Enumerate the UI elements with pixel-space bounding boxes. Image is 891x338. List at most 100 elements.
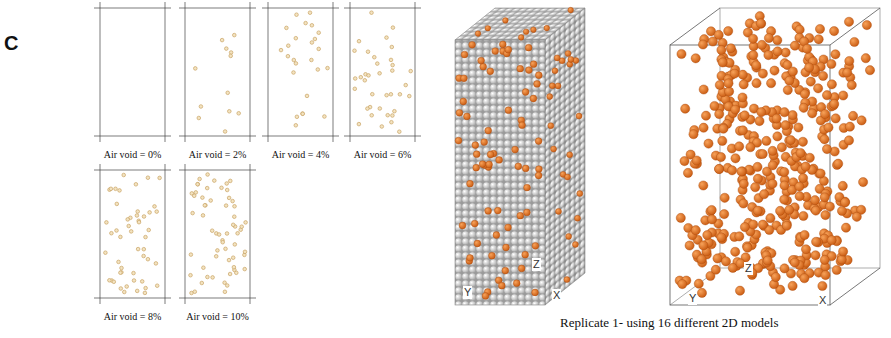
void-sphere xyxy=(788,111,797,120)
void-dot xyxy=(112,280,116,284)
panel-edge xyxy=(250,164,251,304)
axis-label: Y xyxy=(463,286,472,299)
void-dot xyxy=(137,220,141,224)
panel-edge xyxy=(262,8,339,9)
void-sphere xyxy=(681,104,690,113)
void-sphere xyxy=(715,110,724,119)
void-dot xyxy=(191,211,195,215)
void-sphere xyxy=(496,157,503,164)
void-sphere xyxy=(471,220,478,227)
void-sphere xyxy=(801,245,810,254)
void-sphere xyxy=(799,103,808,112)
void-dot xyxy=(201,196,205,200)
void-sphere xyxy=(799,211,808,220)
void-dot xyxy=(285,26,289,30)
void-dot xyxy=(305,94,309,98)
void-sphere xyxy=(845,56,854,65)
void-dot xyxy=(244,221,248,225)
void-dot xyxy=(378,72,382,76)
void-dot xyxy=(370,114,374,118)
void-sphere xyxy=(831,114,840,123)
void-dot xyxy=(198,177,202,181)
void-sphere xyxy=(814,35,823,44)
void-dot xyxy=(393,109,397,113)
void-dot xyxy=(226,91,230,95)
void-sphere xyxy=(755,117,764,126)
void-sphere xyxy=(532,289,539,296)
void-sphere xyxy=(544,25,550,31)
void-dot xyxy=(316,68,320,72)
void-sphere xyxy=(522,89,529,96)
void-sphere xyxy=(819,71,828,80)
void-sphere xyxy=(482,293,489,300)
void-dot xyxy=(193,290,197,294)
void-sphere xyxy=(740,111,749,120)
void-sphere xyxy=(719,123,728,132)
void-sphere xyxy=(816,169,825,178)
panel-edge xyxy=(179,136,256,137)
void-dot xyxy=(286,54,290,58)
void-sphere xyxy=(473,164,480,171)
void-sphere xyxy=(721,257,730,266)
void-dot xyxy=(224,204,228,208)
void-sphere xyxy=(839,247,848,256)
void-sphere xyxy=(689,130,698,139)
panel-edge xyxy=(185,2,186,142)
void-sphere xyxy=(837,206,846,215)
void-sphere xyxy=(827,59,836,68)
void-dot xyxy=(146,176,150,180)
void-sphere xyxy=(566,233,572,239)
void-dot xyxy=(357,122,361,126)
void-sphere xyxy=(564,277,570,283)
void-sphere xyxy=(548,123,554,129)
void-dot xyxy=(353,49,357,53)
void-sphere xyxy=(795,192,804,201)
void-sphere xyxy=(865,66,874,75)
void-dot xyxy=(220,186,224,190)
panel-edge xyxy=(179,170,256,171)
void-dot xyxy=(380,125,384,129)
void-dot xyxy=(223,290,227,294)
void-dot xyxy=(135,214,139,218)
void-dot xyxy=(225,188,229,192)
void-sphere xyxy=(699,181,708,190)
void-sphere xyxy=(518,265,525,272)
void-dot xyxy=(221,240,225,244)
panel-edge xyxy=(165,164,166,304)
void-dot xyxy=(228,110,232,114)
void-dot xyxy=(370,11,374,15)
void-dot xyxy=(108,279,112,283)
void-sphere xyxy=(805,63,814,72)
void-sphere xyxy=(725,87,734,96)
void-dot xyxy=(158,176,162,180)
void-sphere xyxy=(731,154,740,163)
void-sphere xyxy=(849,111,858,120)
void-sphere xyxy=(523,29,529,35)
void-sphere xyxy=(576,113,582,119)
void-dot xyxy=(385,93,389,97)
panel-edge xyxy=(94,8,171,9)
panel-edge xyxy=(344,136,421,137)
void-sphere xyxy=(698,40,707,49)
void-sphere xyxy=(773,47,782,56)
void-sphere xyxy=(753,174,762,183)
void-dot xyxy=(110,231,114,235)
void-sphere xyxy=(552,68,558,74)
void-sphere xyxy=(735,232,744,241)
air-void-caption: Air void = 6% xyxy=(342,149,423,161)
void-sphere xyxy=(726,44,735,53)
void-dot xyxy=(129,230,133,234)
void-dot xyxy=(225,232,229,236)
void-sphere xyxy=(485,208,492,215)
panel-2d xyxy=(344,2,421,142)
void-sphere xyxy=(572,242,578,248)
void-sphere xyxy=(719,124,728,133)
void-dot xyxy=(386,113,390,117)
void-dot xyxy=(227,258,231,262)
void-sphere xyxy=(728,166,737,175)
void-dot xyxy=(389,93,393,97)
void-dot xyxy=(353,87,357,91)
void-sphere xyxy=(703,231,712,240)
panel-edge xyxy=(100,2,101,142)
void-sphere xyxy=(780,264,789,273)
